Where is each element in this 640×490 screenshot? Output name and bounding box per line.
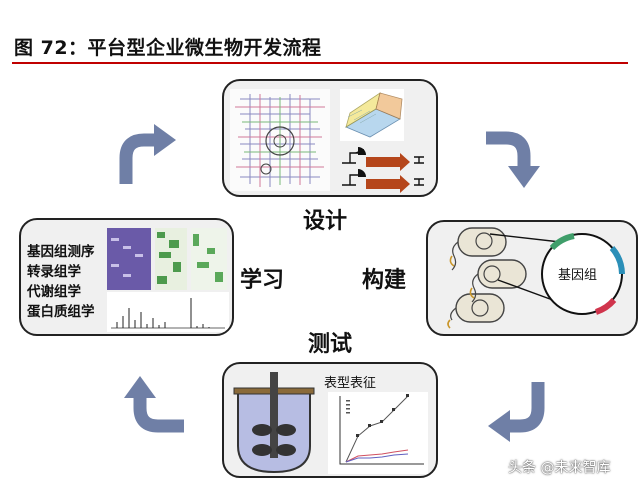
omics-item-genome-sequencing: 基因组测序 xyxy=(27,244,95,260)
stage-label-build: 构建 xyxy=(362,268,407,293)
bioreactor-icon xyxy=(233,372,315,474)
metabolic-network-image xyxy=(230,89,330,191)
cycle-arrow-top-right xyxy=(486,131,540,188)
mass-spectrum-image xyxy=(107,292,229,332)
stage-label-design: 设计 xyxy=(303,209,348,234)
cycle-arrow-bottom-left xyxy=(124,376,184,433)
omics-list: 基因组测序 转录组学 代谢组学 蛋白质组学 xyxy=(27,242,95,322)
gel-and-heatmap-image xyxy=(107,228,227,290)
omics-item-transcriptomics: 转录组学 xyxy=(27,264,81,280)
watermark: 头条 @未来智库 xyxy=(508,460,611,476)
plasmid-label: 基因组 xyxy=(558,268,598,283)
surface-plot-image xyxy=(340,89,404,141)
stage-label-learn: 学习 xyxy=(240,268,285,293)
build-panel: 基因组 xyxy=(426,220,638,336)
test-panel: 表型表征 xyxy=(222,362,438,478)
cells-and-plasmid-diagram xyxy=(447,227,625,329)
gene-circuit-icon xyxy=(342,147,424,193)
cycle-arrow-top-left xyxy=(119,124,176,184)
design-panel xyxy=(222,79,438,197)
cycle-arrow-bottom-right xyxy=(488,382,545,442)
phenotype-label: 表型表征 xyxy=(324,376,377,391)
stage-label-test: 测试 xyxy=(308,332,353,357)
figure-title: 图 72：平台型企业微生物开发流程 xyxy=(14,37,322,59)
learn-panel: 基因组测序 转录组学 代谢组学 蛋白质组学 xyxy=(19,218,234,336)
title-underline xyxy=(12,62,628,64)
omics-item-proteomics: 蛋白质组学 xyxy=(27,304,95,320)
growth-line-chart-image xyxy=(328,392,428,474)
omics-item-metabolomics: 代谢组学 xyxy=(27,284,81,300)
